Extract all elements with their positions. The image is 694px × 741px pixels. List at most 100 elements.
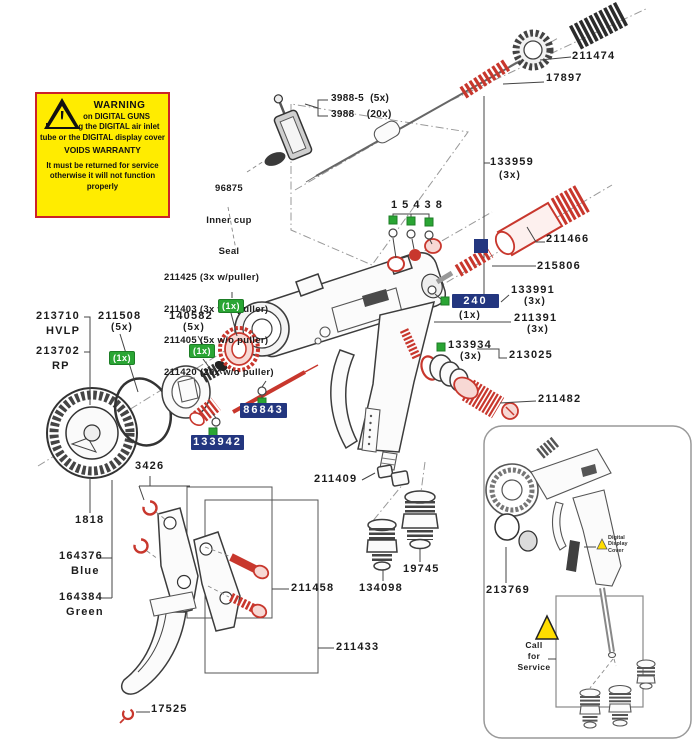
valve-train xyxy=(387,184,591,420)
warning-line: tube or the DIGITAL display cover xyxy=(40,132,165,142)
part-label-134098: 134098 xyxy=(359,582,403,594)
call-for-service-note: Call for Service xyxy=(514,640,554,673)
inset-gun-knob xyxy=(536,436,560,459)
kit-markers xyxy=(208,215,488,437)
warning-title: WARNING xyxy=(93,100,146,111)
air-inlet-boss xyxy=(295,273,324,297)
part-label-3426: 3426 xyxy=(135,460,165,472)
part-label-nozzle-seal-group: 211425 (3x w/puller) 211403 (3x w/o pull… xyxy=(164,252,274,389)
inset-fitting xyxy=(608,684,632,727)
part-label-164384: 164384 xyxy=(59,591,103,603)
part-label-211420: 211420 (20x w/o puller) xyxy=(164,366,274,378)
part-sub-164376: Blue xyxy=(71,565,100,577)
inset-brand-plate xyxy=(581,464,597,477)
part-label-3988: 3988 (20x) xyxy=(331,109,392,120)
inner-cup-seal xyxy=(264,152,286,166)
green-kit-square xyxy=(436,342,446,352)
nozzle-seal-211425 xyxy=(218,326,260,372)
valve-ring-15438 xyxy=(424,238,442,254)
part-label-213769: 213769 xyxy=(486,584,530,596)
air-micrometer-assembly xyxy=(459,1,630,298)
part-label-211474: 211474 xyxy=(572,50,616,62)
part-qty-140582: (5x) xyxy=(183,322,205,333)
inset-display-plate xyxy=(566,540,580,572)
part-number: 96875 xyxy=(215,183,243,194)
needle-packing-tool xyxy=(273,94,313,161)
part-label-213710: 213710 xyxy=(36,310,80,322)
fluid-tip-140582 xyxy=(199,362,223,383)
part-qty-211391: (3x) xyxy=(527,324,549,335)
warning-line: properly xyxy=(86,181,119,191)
cover-213769 xyxy=(518,530,538,552)
part-label-17897: 17897 xyxy=(546,72,583,84)
leader-dot xyxy=(424,230,434,240)
valve-stem xyxy=(435,270,454,285)
green-kit-square xyxy=(424,217,434,227)
part-label-211391: 211391 xyxy=(514,312,558,324)
trigger-pin xyxy=(228,592,258,614)
part-qty-240: (1x) xyxy=(459,310,481,321)
leader-dot xyxy=(406,229,416,239)
note-line: Cover xyxy=(608,547,624,554)
part-label-211409: 211409 xyxy=(314,473,358,485)
qty-badge-1x: (1x) xyxy=(189,344,216,358)
spring-215806 xyxy=(454,246,494,277)
valve-spring xyxy=(399,328,422,360)
part-sub-213710: HVLP xyxy=(46,325,81,337)
part-label-19745: 19745 xyxy=(403,563,440,575)
note-line: Service xyxy=(517,662,551,672)
air-cap-assembly xyxy=(46,326,319,479)
part-label-213702: 213702 xyxy=(36,345,80,357)
part-qty-133991: (3x) xyxy=(524,296,546,307)
part-label-211425: 211425 (3x w/puller) xyxy=(164,272,260,283)
inset-gun-barrel xyxy=(530,448,612,500)
leader-dot xyxy=(388,228,398,238)
warning-line: VOIDS WARRANTY xyxy=(64,145,141,155)
inset-fitting xyxy=(579,688,601,729)
part-desc: Seal xyxy=(218,246,240,257)
kit-label-86843: 86843 xyxy=(240,403,287,418)
warning-triangle-icon xyxy=(534,614,560,640)
digital-display-cover-note: Digital Display Cover xyxy=(608,535,628,554)
qty-badge-1x: (1x) xyxy=(218,299,245,313)
part-label-211433: 211433 xyxy=(336,641,380,653)
clip-211409 xyxy=(390,470,410,487)
spring-17897 xyxy=(459,58,512,99)
green-kit-square xyxy=(406,216,416,226)
part-label-3988-5: 3988-5 (5x) xyxy=(331,93,390,104)
clip-17525 xyxy=(121,707,135,721)
part-label-211482: 211482 xyxy=(538,393,582,405)
valve-cup-15438 xyxy=(387,256,405,272)
circlip-3426 xyxy=(142,500,158,516)
cover-213769 xyxy=(494,513,520,541)
note-line: for xyxy=(527,651,541,661)
kit-label-133942: 133942 xyxy=(191,435,244,450)
warning-line: on DIGITAL GUNS xyxy=(83,111,150,121)
part-sub-213702: RP xyxy=(52,360,70,372)
inset-gun-handle xyxy=(572,489,622,587)
brand-plate xyxy=(362,289,389,307)
part-label-211508: 211508 xyxy=(98,310,142,322)
part-label-133934: 133934 xyxy=(448,339,492,351)
leader-dot xyxy=(257,386,267,396)
warning-line: It must be returned for service xyxy=(46,160,159,170)
fitting-134098 xyxy=(366,518,398,571)
trigger-assembly xyxy=(119,486,319,724)
part-qty-133934: (3x) xyxy=(460,351,482,362)
warning-line: otherwise it will not function xyxy=(49,171,156,180)
note-line: Call xyxy=(525,640,543,650)
knob-knurl-211466 xyxy=(550,184,591,226)
part-label-213025: 213025 xyxy=(509,349,553,361)
leader-dot xyxy=(211,417,221,427)
green-kit-square xyxy=(388,215,398,225)
part-desc: Inner cup xyxy=(206,214,252,226)
trigger-guard-211433 xyxy=(120,611,187,695)
part-label-140582: 140582 xyxy=(169,310,213,322)
part-label-1818: 1818 xyxy=(75,514,105,526)
warning-line: Removing the DIGITAL air inlet xyxy=(45,122,160,131)
part-label-211458: 211458 xyxy=(291,582,335,594)
paint-needle-and-tool xyxy=(264,42,553,183)
knob-211474 xyxy=(568,1,630,50)
leader-dot xyxy=(427,285,437,295)
